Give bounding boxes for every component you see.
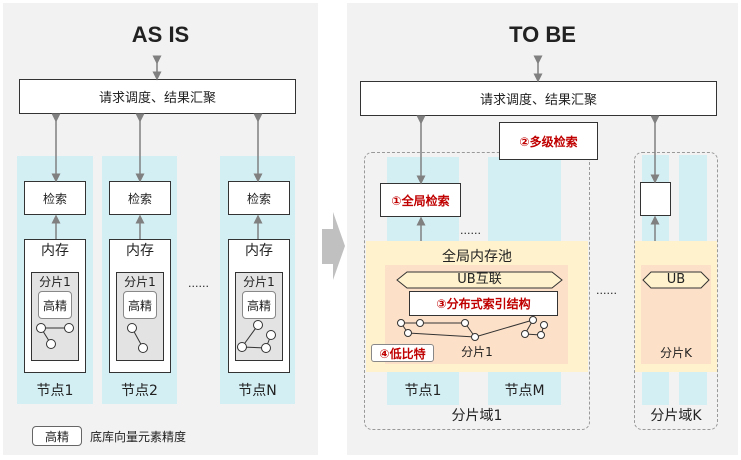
domain-k-shard-label: 分片K bbox=[660, 346, 692, 360]
as-is-memory-label-2: 内存 bbox=[126, 243, 154, 259]
as-is-graph-2 bbox=[127, 323, 148, 353]
distributed-index-graph bbox=[397, 316, 548, 341]
as-is-graph-n bbox=[237, 320, 276, 353]
multi-level-search-box: ②多级检索 bbox=[499, 122, 598, 160]
as-is-aggregator: 请求调度、结果汇聚 bbox=[19, 79, 296, 114]
as-is-shard-label-n: 分片1 bbox=[243, 275, 275, 289]
as-is-node-label-2: 节点2 bbox=[121, 383, 158, 399]
as-is-search-box-2: 检索 bbox=[109, 181, 171, 215]
as-is-node-label-n: 节点N bbox=[238, 383, 277, 399]
to-be-shard-1-label: 分片1 bbox=[461, 345, 493, 359]
as-is-memory-label-n: 内存 bbox=[245, 243, 273, 259]
as-is-precision-tag-n: 高精 bbox=[242, 291, 276, 319]
legend-text: 底库向量元素精度 bbox=[90, 430, 187, 444]
as-is-graph-1 bbox=[36, 323, 74, 349]
global-memory-pool-label: 全局内存池 bbox=[442, 249, 512, 265]
shard-domain-1 bbox=[364, 152, 590, 430]
domain-k-ub-label: UB bbox=[666, 272, 686, 287]
as-is-ellipsis: ...... bbox=[188, 277, 209, 290]
to-be-aggregator: 请求调度、结果汇聚 bbox=[360, 81, 717, 116]
to-be-title: TO BE bbox=[509, 22, 576, 47]
to-be-inner-ellipsis: ...... bbox=[460, 224, 481, 237]
legend-precision-tag: 高精 bbox=[32, 426, 82, 446]
domain-k-label: 分片域K bbox=[650, 408, 702, 424]
as-is-precision-tag-1: 高精 bbox=[38, 291, 72, 319]
distributed-index-box: ③分布式索引结构 bbox=[409, 291, 558, 316]
as-is-precision-tag-2: 高精 bbox=[123, 291, 157, 319]
shard-domain-1-label: 分片域1 bbox=[451, 408, 503, 424]
as-is-node-label-1: 节点1 bbox=[36, 383, 74, 399]
as-is-memory-label-1: 内存 bbox=[41, 243, 69, 259]
as-is-shard-label-1: 分片1 bbox=[39, 275, 71, 289]
ub-interconnect-hexagon bbox=[396, 271, 563, 289]
to-be-node-label-1: 节点1 bbox=[404, 383, 442, 399]
to-be-node-label-m: 节点M bbox=[504, 383, 545, 399]
as-is-shard-label-2: 分片1 bbox=[124, 275, 156, 289]
ub-interconnect-label: UB互联 bbox=[457, 272, 502, 287]
shard-domain-k bbox=[634, 152, 718, 430]
as-is-search-box-n: 检索 bbox=[228, 181, 290, 215]
as-is-title: AS IS bbox=[131, 22, 190, 47]
to-be-outer-ellipsis: ...... bbox=[596, 284, 617, 297]
low-bit-tag: ④低比特 bbox=[371, 344, 434, 362]
domain-k-ub-hexagon bbox=[642, 271, 710, 289]
